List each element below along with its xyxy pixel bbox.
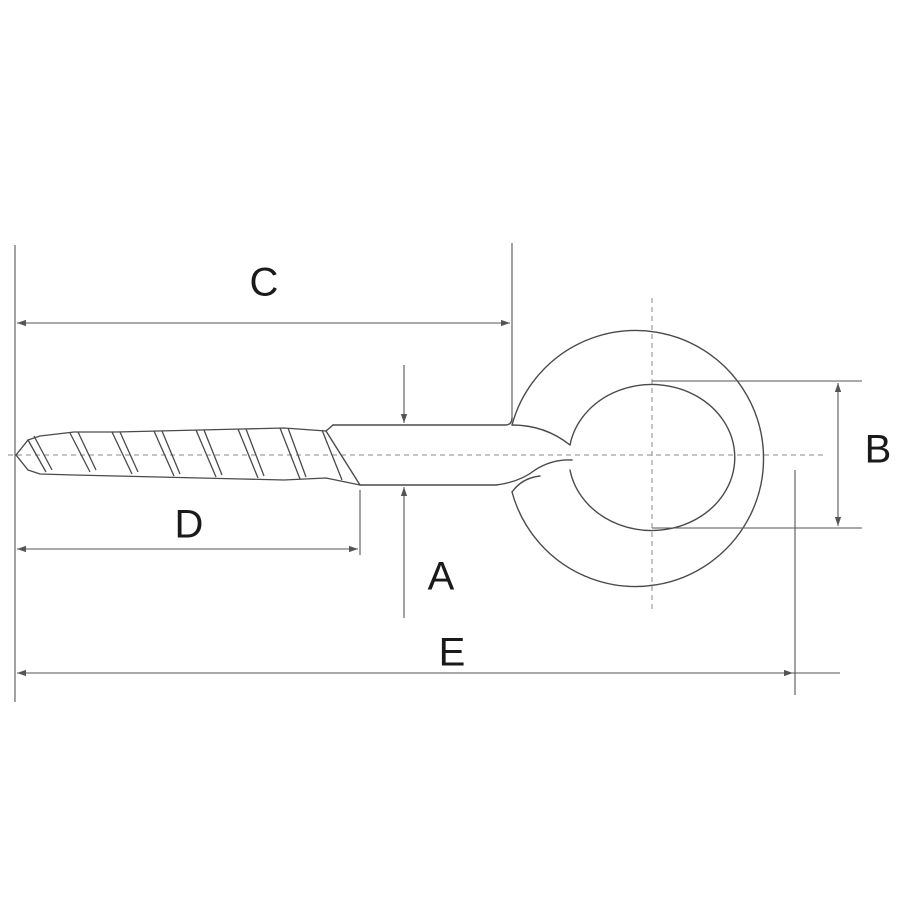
thread-helix-lines: [27, 427, 343, 481]
shank-bottom-edge: [359, 459, 573, 486]
eye-screw-body: [325, 329, 765, 588]
extension-lines: [14, 243, 862, 702]
thread-profile-bottom: [27, 469, 361, 486]
center-lines: [8, 298, 825, 610]
label-d: D: [175, 503, 204, 547]
label-a: A: [428, 555, 455, 599]
screw-tip: [15, 439, 29, 471]
label-c: C: [250, 261, 279, 305]
thread-profile-top: [27, 427, 327, 441]
dimension-lines: [17, 319, 842, 677]
label-b: B: [865, 428, 892, 472]
ring-gap-closure: [511, 475, 541, 493]
dimension-labels: C D A E B: [175, 261, 892, 675]
eye-ring-inner: [569, 383, 736, 532]
label-e: E: [439, 631, 466, 675]
threaded-portion: [15, 427, 361, 486]
eye-ring-outer: [511, 329, 765, 588]
shank-top-edge: [332, 417, 513, 426]
shank-neck-top: [511, 424, 571, 446]
